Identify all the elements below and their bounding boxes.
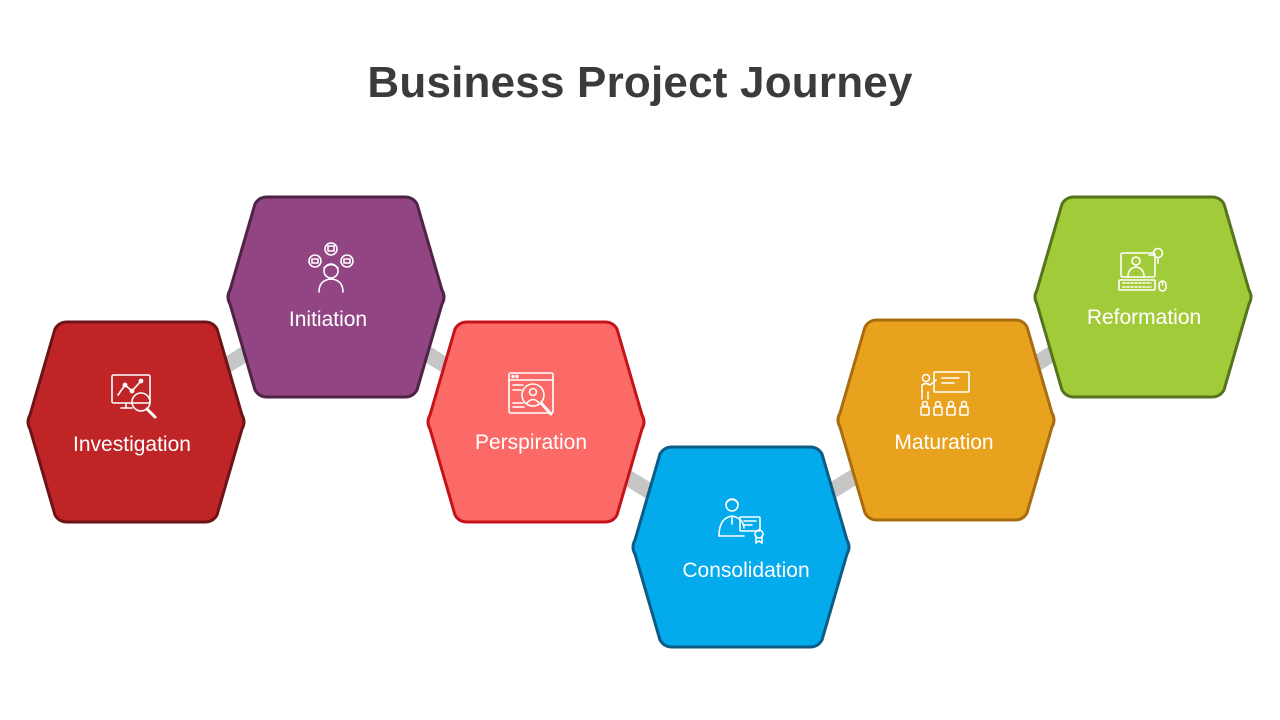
- stage-consolidation: Consolidation: [631, 445, 851, 649]
- person-with-ideas-icon: [308, 242, 354, 293]
- stage-maturation: Maturation: [836, 318, 1056, 522]
- stage-label: Reformation: [1087, 306, 1201, 329]
- stage-label: Perspiration: [475, 431, 587, 454]
- computer-workstation-icon: [1118, 247, 1167, 292]
- hexagon-reformation: [1033, 195, 1253, 399]
- stage-label: Investigation: [73, 433, 191, 456]
- analytics-magnifier-icon: [111, 374, 157, 419]
- hexagon-initiation: [226, 195, 446, 399]
- hexagon-consolidation: [631, 445, 851, 649]
- stage-label: Consolidation: [682, 559, 809, 582]
- presentation-audience-icon: [920, 371, 970, 416]
- web-search-icon: [508, 372, 554, 416]
- stage-investigation: Investigation: [26, 320, 246, 524]
- hexagon-maturation: [836, 318, 1056, 522]
- stage-label: Maturation: [894, 431, 993, 454]
- stage-label: Initiation: [289, 308, 367, 331]
- hexagon-perspiration: [426, 320, 646, 524]
- stage-perspiration: Perspiration: [426, 320, 646, 524]
- stage-reformation: Reformation: [1033, 195, 1253, 399]
- page-title: Business Project Journey: [367, 58, 913, 107]
- certified-employee-icon: [718, 498, 764, 544]
- stage-initiation: Initiation: [226, 195, 446, 399]
- hexagon-investigation: [26, 320, 246, 524]
